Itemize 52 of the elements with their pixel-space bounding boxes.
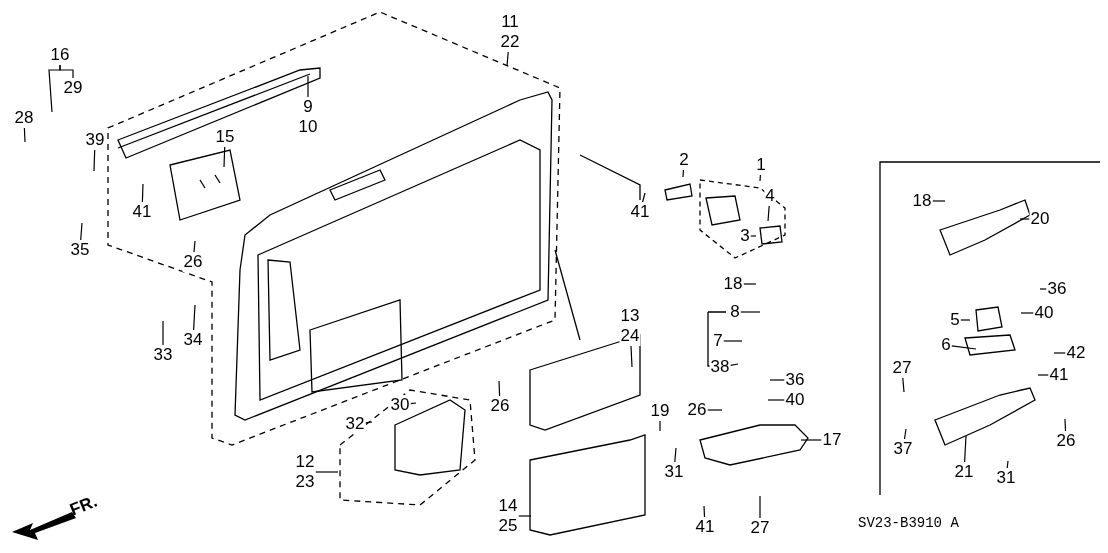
leader-line (1039, 288, 1048, 290)
leader-line (1037, 374, 1050, 376)
leader-line (740, 311, 761, 313)
leader-line (1006, 460, 1009, 469)
leader-line (141, 183, 144, 203)
leader-line (759, 495, 761, 519)
callout-number: 26 (182, 252, 204, 272)
leader-line (630, 345, 633, 368)
leader-line (59, 64, 74, 79)
leader-line (800, 439, 823, 441)
leader-line (193, 240, 196, 253)
leader-line (659, 420, 661, 432)
leader-line (1053, 352, 1067, 354)
drawing-code: SV23-B3910 A (858, 515, 959, 531)
leader-line (674, 447, 677, 463)
leader-line (703, 505, 706, 518)
leader-line (364, 421, 373, 424)
leader-line (960, 319, 971, 321)
leader-line (723, 340, 743, 342)
leader-line (964, 435, 967, 463)
leader-line (314, 471, 339, 473)
leader-line (903, 428, 907, 440)
direction-label: FR. (67, 491, 101, 521)
leader-line (223, 146, 226, 168)
leader-line (769, 379, 786, 381)
leader-line (951, 345, 977, 350)
leader-line (706, 409, 723, 411)
leader-line (517, 515, 532, 517)
leader-line (902, 377, 905, 393)
leader-line (506, 51, 509, 67)
leader-line (759, 174, 761, 182)
leader-line (1064, 418, 1067, 432)
leader-line (931, 200, 946, 202)
leader-line (729, 363, 739, 366)
leader-line (193, 304, 196, 331)
leader-line (498, 380, 501, 397)
leader-line (682, 169, 684, 178)
callout-number: 32 (344, 414, 366, 434)
leader-line (409, 402, 417, 405)
leader-line (162, 320, 164, 346)
leader-line (307, 75, 309, 98)
leader-line (1020, 312, 1035, 314)
leader-line (1019, 218, 1031, 220)
leader-line (742, 283, 757, 285)
leader-line (23, 127, 26, 143)
leader-line (93, 149, 96, 172)
leader-line (642, 192, 646, 203)
leader-line (750, 235, 757, 237)
leader-line (80, 222, 83, 241)
leader-line (767, 399, 786, 401)
leader-line (767, 205, 770, 222)
callout-number: 24 (619, 326, 641, 346)
